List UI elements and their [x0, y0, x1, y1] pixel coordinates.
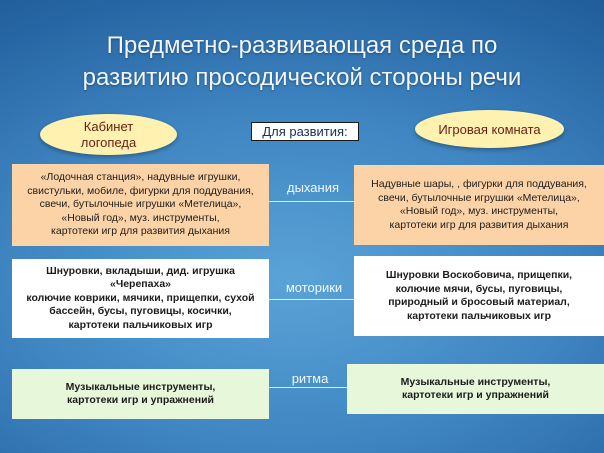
motor-office-box: Шнуровки, вкладыши, дид. игрушка «Черепа… — [12, 259, 269, 338]
text-line: «Новый год», муз. инструменты, — [61, 211, 220, 224]
slide-title: Предметно-развивающая среда по развитию … — [0, 30, 604, 94]
rhythm-connector — [269, 387, 347, 388]
text-line: картотеки игр для развития дыхания — [51, 225, 230, 238]
text-line: свистульки, мобиле, фигурки для поддуван… — [27, 184, 254, 197]
text-line: свечи, бутылочные игрушки «Метелица», — [378, 191, 580, 204]
text-line: картотеки игр и упражнений — [67, 394, 214, 406]
text-line: Надувные шары, , фигурки для поддувания, — [371, 178, 587, 190]
text-line: картотеки пальчиковых игр — [68, 318, 213, 331]
text-line: «Новый год», муз. инструменты, — [399, 205, 559, 217]
rhythm-office-text: Музыкальные инструменты, картотеки игр и… — [66, 381, 216, 408]
text-line: природный и бросовый материал, — [388, 296, 570, 308]
rhythm-label: ритма — [291, 371, 329, 386]
text-line: картотеки пальчиковых игр — [406, 309, 551, 322]
text-line: Шнуровки Воскобовича, прищепки, — [385, 269, 573, 281]
text-line: Музыкальные инструменты, — [65, 380, 216, 393]
rhythm-playroom-text: Музыкальные инструменты, картотеки игр и… — [401, 376, 551, 403]
title-line-1: Предметно-развивающая среда по — [106, 32, 498, 59]
motor-playroom-box: Шнуровки Воскобовича, прищепки, колючие … — [354, 256, 604, 336]
text-line: картотеки игр для развития дыхания — [389, 218, 569, 231]
text-line: Шнуровки, вкладыши, дид. игрушка «Черепа… — [46, 264, 235, 291]
rhythm-office-box: Музыкальные инструменты, картотеки игр и… — [12, 369, 269, 419]
text-line: колючие мячи, бусы, пуговицы, — [395, 282, 563, 295]
title-line-2: развитию просодической стороны речи — [82, 64, 522, 91]
breathing-connector — [269, 201, 354, 202]
breathing-office-text: «Лодочная станция», надувные игрушки, св… — [27, 171, 253, 239]
text-line: свечи, бутылочные игрушки «Метелица», — [39, 198, 242, 211]
motor-label: моторики — [285, 280, 343, 295]
text-line: картотеки игр и упражнений — [402, 389, 549, 401]
text-line: «Лодочная станция», надувные игрушки, — [40, 171, 241, 184]
text-line: Музыкальные инструменты, — [400, 375, 551, 388]
rhythm-playroom-box: Музыкальные инструменты, картотеки игр и… — [347, 364, 604, 414]
text-line: бассейн, бусы, пуговицы, косички, — [49, 305, 232, 318]
motor-playroom-text: Шнуровки Воскобовича, прищепки, колючие … — [386, 269, 572, 323]
motor-connector — [269, 299, 354, 300]
speech-therapist-office-header: Кабинет логопеда — [40, 114, 177, 155]
motor-office-text: Шнуровки, вкладыши, дид. игрушка «Черепа… — [15, 265, 266, 333]
left-header-line-2: логопеда — [80, 134, 137, 150]
playroom-header: Игровая комната — [415, 110, 564, 148]
breathing-office-box: «Лодочная станция», надувные игрушки, св… — [12, 164, 269, 246]
text-line: колючие коврики, мячики, прищепки, сухой — [26, 291, 255, 304]
breathing-playroom-box: Надувные шары, , фигурки для поддувания,… — [354, 165, 604, 245]
left-header-line-1: Кабинет — [83, 118, 134, 134]
breathing-label: дыхания — [287, 180, 339, 195]
breathing-playroom-text: Надувные шары, , фигурки для поддувания,… — [371, 178, 587, 232]
for-development-label: Для развития: — [251, 122, 359, 141]
